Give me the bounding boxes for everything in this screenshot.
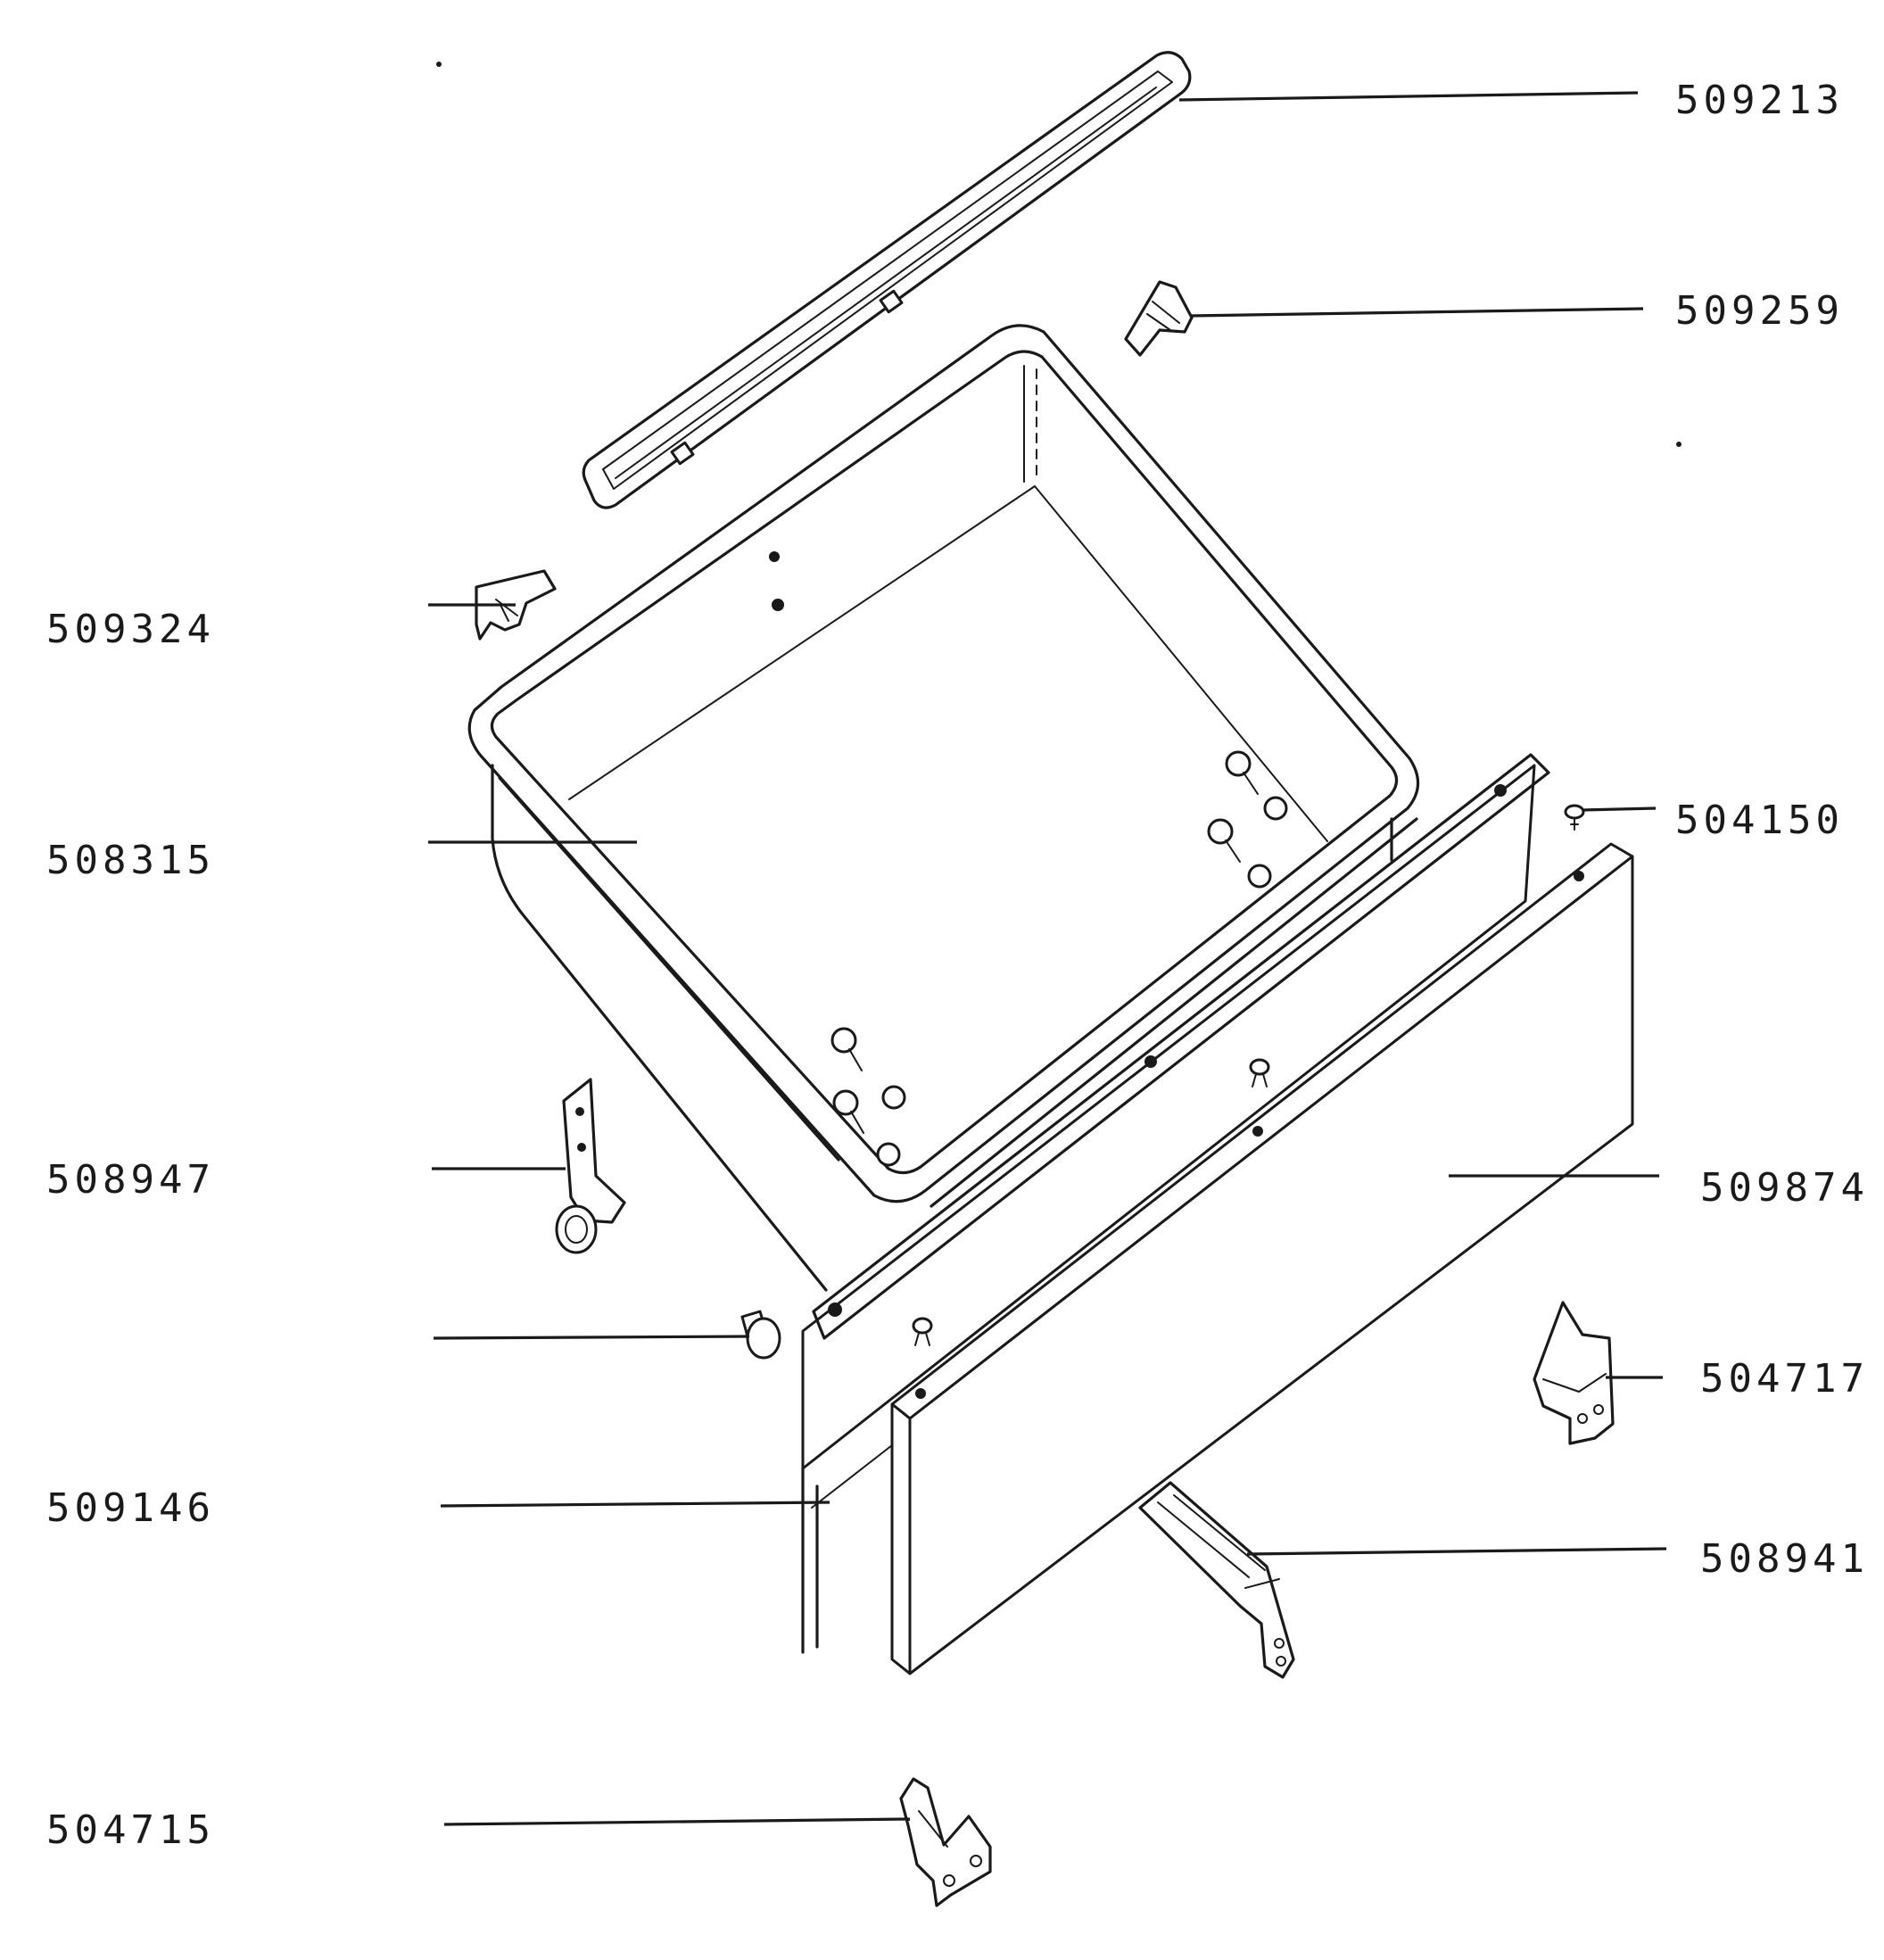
screw-icon xyxy=(1207,818,1241,863)
screw-icon xyxy=(830,1027,863,1071)
part-number-508947: 508947 xyxy=(46,1157,215,1203)
part-number-504715: 504715 xyxy=(46,1807,215,1853)
leader-509146 xyxy=(440,1501,830,1508)
leader-508941 xyxy=(1246,1547,1667,1556)
lid-strip-part xyxy=(582,51,1192,509)
bracket-504715-part xyxy=(899,1777,992,1907)
rivet-504150-part xyxy=(1564,804,1585,831)
leader-504715 xyxy=(443,1817,911,1826)
leader-knob xyxy=(433,1335,750,1340)
runner-bracket-508941-part xyxy=(1138,1481,1295,1679)
part-number-508941: 508941 xyxy=(1700,1536,1869,1582)
inner-panel-part xyxy=(801,753,1550,1654)
part-number-504717: 504717 xyxy=(1700,1356,1869,1402)
knob-icon xyxy=(740,1310,781,1360)
leader-509259 xyxy=(1189,307,1644,318)
part-number-509213: 509213 xyxy=(1675,78,1844,123)
part-number-509146: 509146 xyxy=(46,1485,215,1531)
rivet-icon xyxy=(912,1317,933,1346)
clip-509259-part xyxy=(1124,280,1194,357)
screw-icon xyxy=(832,1089,864,1134)
leader-509213 xyxy=(1178,91,1639,102)
bracket-504717-part xyxy=(1533,1301,1615,1445)
clip-509324-part xyxy=(475,569,557,641)
part-number-508315: 508315 xyxy=(46,838,215,883)
hinge-bracket-508947-part xyxy=(555,1078,626,1254)
part-number-509259: 509259 xyxy=(1675,288,1844,334)
screw-icon xyxy=(1225,750,1259,795)
rivet-icon xyxy=(1249,1058,1270,1088)
leader-504150 xyxy=(1582,806,1657,812)
part-number-509324: 509324 xyxy=(46,607,215,652)
part-number-509874: 509874 xyxy=(1700,1165,1869,1211)
part-number-504150: 504150 xyxy=(1675,798,1844,843)
front-panel-part xyxy=(890,842,1634,1675)
